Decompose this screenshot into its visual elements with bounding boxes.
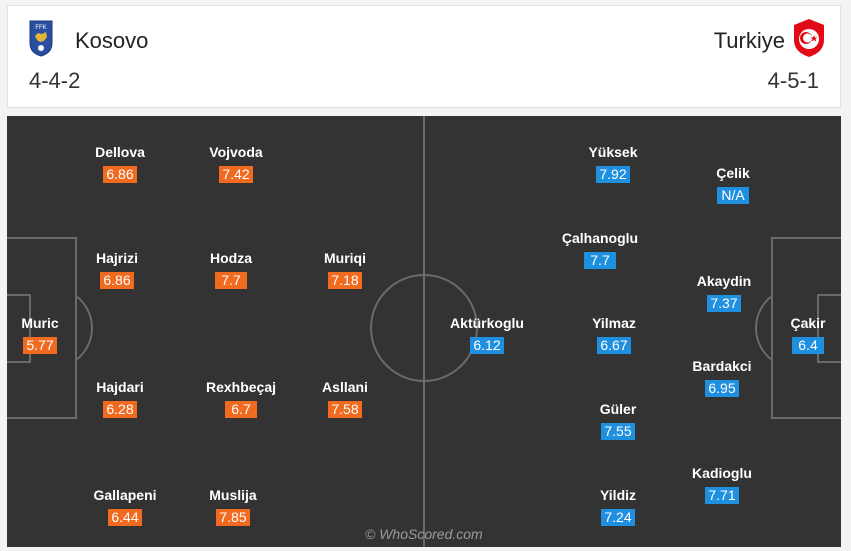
- home-formation: 4-4-2: [29, 68, 81, 93]
- player-name: Muslija: [209, 487, 257, 503]
- player-rating: 6.7: [225, 401, 257, 418]
- player-rating: 6.86: [103, 166, 137, 183]
- player-name: Dellova: [95, 144, 145, 160]
- player-name: Muric: [21, 315, 59, 331]
- player-rating: 7.55: [601, 423, 635, 440]
- player-celik[interactable]: Çelik N/A: [683, 165, 783, 205]
- pitch: Dellova 6.86 Vojvoda 7.42 Hajrizi 6.86 H…: [7, 116, 841, 547]
- home-team-name: Kosovo: [75, 28, 149, 53]
- player-rating: 6.86: [100, 272, 134, 289]
- player-name: Gallapeni: [93, 487, 157, 503]
- player-bardakci[interactable]: Bardakci 6.95: [672, 358, 772, 398]
- player-hajdari[interactable]: Hajdari 6.28: [70, 379, 170, 419]
- player-hajrizi[interactable]: Hajrizi 6.86: [67, 250, 167, 290]
- player-name: Kadioglu: [692, 465, 752, 481]
- svg-text:FFK: FFK: [35, 25, 46, 31]
- away-team-name: Turkiye: [713, 28, 785, 53]
- player-rating: 7.85: [216, 509, 250, 526]
- player-rating: 6.4: [792, 337, 824, 354]
- player-rating: 7.92: [596, 166, 630, 183]
- player-name: Vojvoda: [209, 144, 263, 160]
- kosovo-crest-icon: FFK: [29, 20, 53, 57]
- pitch-markings: [7, 116, 841, 547]
- player-dellova[interactable]: Dellova 6.86: [70, 144, 170, 184]
- player-name: Hajrizi: [95, 250, 138, 266]
- player-rating: 7.24: [601, 509, 635, 526]
- player-name: Yüksek: [588, 144, 638, 160]
- player-name: Asllani: [322, 379, 368, 395]
- player-rating: 6.12: [470, 337, 504, 354]
- player-yildiz[interactable]: Yildiz 7.24: [568, 487, 668, 527]
- player-guler[interactable]: Güler 7.55: [568, 401, 668, 441]
- player-vojvoda[interactable]: Vojvoda 7.42: [186, 144, 286, 184]
- whoscored-watermark: © WhoScored.com: [365, 526, 483, 542]
- player-yuksek[interactable]: Yüksek 7.92: [563, 144, 663, 184]
- player-muslija[interactable]: Muslija 7.85: [183, 487, 283, 527]
- away-formation: 4-5-1: [767, 68, 819, 93]
- player-name: Akaydin: [696, 273, 752, 289]
- player-muriqi[interactable]: Muriqi 7.18: [295, 250, 395, 290]
- player-rating: N/A: [717, 187, 749, 204]
- player-name: Çelik: [716, 165, 750, 181]
- player-akturkoglu[interactable]: Aktürkoglu 6.12: [437, 315, 537, 355]
- player-rating: 7.18: [328, 272, 362, 289]
- player-name: Çakir: [790, 315, 826, 331]
- player-hodza[interactable]: Hodza 7.7: [181, 250, 281, 290]
- player-rating: 6.67: [597, 337, 631, 354]
- player-akaydin[interactable]: Akaydin 7.37: [674, 273, 774, 313]
- player-muric[interactable]: Muric 5.77: [7, 315, 90, 355]
- player-rating: 7.42: [219, 166, 253, 183]
- player-rating: 7.58: [328, 401, 362, 418]
- player-name: Muriqi: [324, 250, 366, 266]
- match-header: FFK Kosovo 4-4-2 Turkiye 4-5-1: [7, 5, 841, 108]
- player-rating: 5.77: [23, 337, 57, 354]
- player-rating: 6.44: [108, 509, 142, 526]
- player-name: Hajdari: [96, 379, 144, 395]
- player-name: Bardakci: [692, 358, 752, 374]
- player-name: Güler: [599, 401, 637, 417]
- player-rating: 6.28: [103, 401, 137, 418]
- player-name: Çalhanoglu: [561, 230, 639, 246]
- player-name: Yilmaz: [592, 315, 636, 331]
- player-rating: 7.71: [705, 487, 739, 504]
- player-rexhbecaj[interactable]: Rexhbeçaj 6.7: [191, 379, 291, 419]
- player-name: Rexhbeçaj: [205, 379, 277, 395]
- player-calhanoglu[interactable]: Çalhanoglu 7.7: [550, 230, 650, 270]
- turkey-crest-icon: [794, 19, 824, 57]
- player-kadioglu[interactable]: Kadioglu 7.71: [672, 465, 772, 505]
- player-cakir[interactable]: Çakir 6.4: [758, 315, 841, 355]
- player-rating: 7.7: [215, 272, 247, 289]
- player-rating: 6.95: [705, 380, 739, 397]
- player-asllani[interactable]: Asllani 7.58: [295, 379, 395, 419]
- player-yilmaz[interactable]: Yilmaz 6.67: [564, 315, 664, 355]
- player-name: Yildiz: [599, 487, 637, 503]
- player-rating: 7.37: [707, 295, 741, 312]
- player-rating: 7.7: [584, 252, 616, 269]
- player-name: Aktürkoglu: [450, 315, 524, 331]
- player-name: Hodza: [210, 250, 252, 266]
- player-gallapeni[interactable]: Gallapeni 6.44: [75, 487, 175, 527]
